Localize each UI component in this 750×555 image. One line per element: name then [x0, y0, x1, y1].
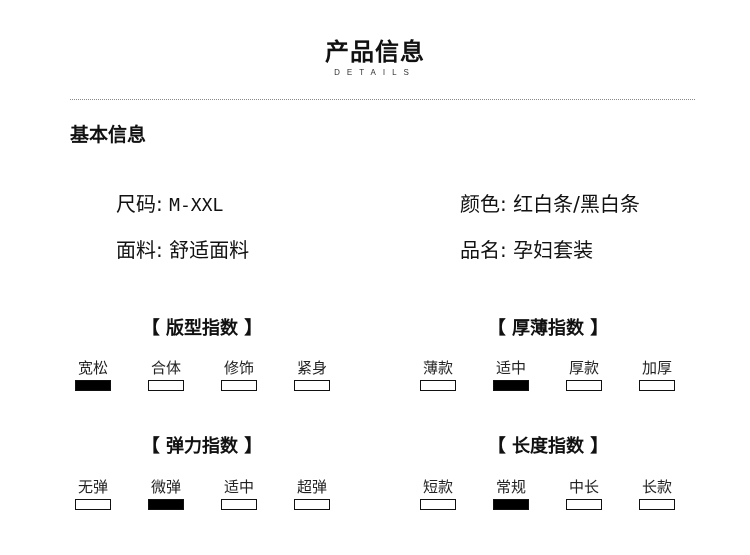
- elasticity-option-box: [221, 499, 257, 510]
- dotted-divider: [70, 99, 695, 100]
- length-option-box: [566, 499, 602, 510]
- elasticity-index-title: 【 弹力指数 】: [141, 436, 263, 457]
- color-label: 颜色:: [460, 192, 507, 216]
- thickness-option-label: 厚款: [568, 359, 599, 377]
- fit-option-box: [148, 380, 184, 391]
- fabric-info: 面料: 舒适面料: [116, 234, 249, 263]
- fit-index-title: 【 版型指数 】: [141, 318, 263, 339]
- color-value: 红白条/黑白条: [513, 192, 640, 216]
- fit-option-label: 合体: [150, 359, 181, 377]
- page-subtitle: DETAILS: [334, 68, 416, 77]
- length-option-label: 中长: [568, 478, 599, 496]
- thickness-option-label: 适中: [495, 359, 526, 377]
- thickness-option-label: 薄款: [422, 359, 453, 377]
- thickness-option-box: [420, 380, 456, 391]
- length-option-label: 短款: [422, 478, 453, 496]
- fit-option-box-selected: [75, 380, 111, 391]
- fabric-label: 面料:: [116, 238, 163, 262]
- thickness-option-label: 加厚: [641, 359, 672, 377]
- elasticity-option-label: 超弹: [296, 478, 327, 496]
- fit-option-label: 修饰: [223, 359, 254, 377]
- thickness-option-box-selected: [493, 380, 529, 391]
- size-info: 尺码: M-XXL: [116, 188, 223, 217]
- length-option-box-selected: [493, 499, 529, 510]
- page-title: 产品信息: [325, 38, 425, 66]
- length-option-box: [420, 499, 456, 510]
- length-option-label: 长款: [641, 478, 672, 496]
- fit-option-label: 紧身: [296, 359, 327, 377]
- elasticity-option-label: 无弹: [77, 478, 108, 496]
- thickness-option-box: [566, 380, 602, 391]
- elasticity-option-box: [75, 499, 111, 510]
- thickness-option-box: [639, 380, 675, 391]
- fit-option-box: [294, 380, 330, 391]
- size-value: M-XXL: [169, 195, 224, 216]
- name-label: 品名:: [460, 238, 507, 262]
- name-value: 孕妇套装: [513, 238, 594, 262]
- elasticity-option-box-selected: [148, 499, 184, 510]
- thickness-index-title: 【 厚薄指数 】: [487, 318, 609, 339]
- fit-option-box: [221, 380, 257, 391]
- length-option-label: 常规: [495, 478, 526, 496]
- elasticity-option-label: 微弹: [150, 478, 181, 496]
- elasticity-option-label: 适中: [223, 478, 254, 496]
- name-info: 品名: 孕妇套装: [460, 234, 593, 263]
- fit-option-label: 宽松: [77, 359, 108, 377]
- length-option-box: [639, 499, 675, 510]
- elasticity-option-box: [294, 499, 330, 510]
- size-label: 尺码:: [116, 192, 163, 216]
- color-info: 颜色: 红白条/黑白条: [460, 188, 640, 217]
- length-index-title: 【 长度指数 】: [487, 436, 609, 457]
- fabric-value: 舒适面料: [169, 238, 250, 262]
- basic-info-heading: 基本信息: [70, 124, 147, 146]
